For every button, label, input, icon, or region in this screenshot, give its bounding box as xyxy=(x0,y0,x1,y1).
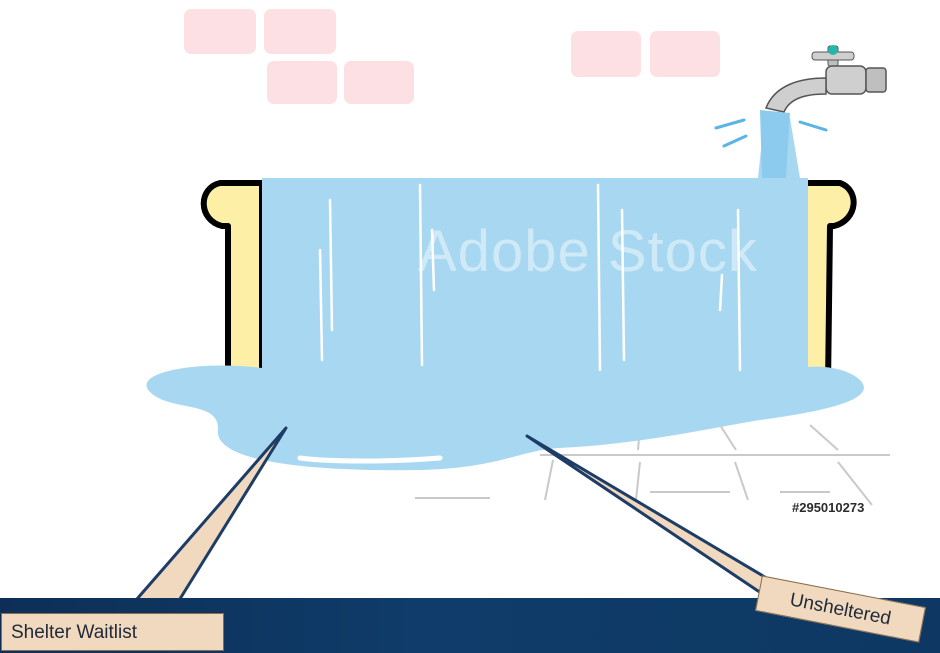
water-faucet-icon xyxy=(714,45,887,178)
floor-tiles xyxy=(415,424,890,506)
water-streaks xyxy=(318,183,742,372)
unsheltered-callout-pointer xyxy=(525,434,782,605)
stock-id-label: #295010273 xyxy=(792,500,865,515)
wall-tiles xyxy=(184,9,720,104)
watermark-text: Adobe Stock xyxy=(418,219,758,284)
callout-shelter-waitlist: Shelter Waitlist xyxy=(1,613,224,651)
water-overflow xyxy=(262,118,808,410)
waitlist-callout-pointer xyxy=(121,426,288,617)
